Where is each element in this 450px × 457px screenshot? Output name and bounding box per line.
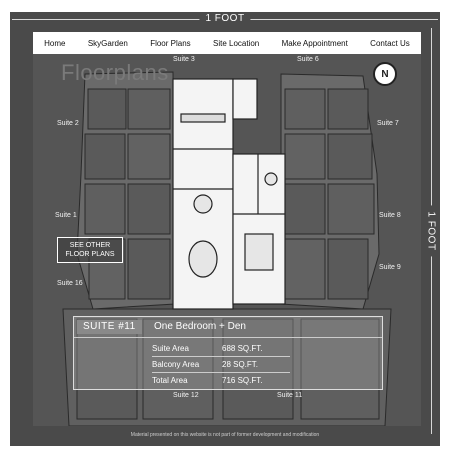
left-unit-b xyxy=(127,88,171,130)
row-divider xyxy=(152,356,290,357)
suite-info-header: SUITE #11 One Bedroom + Den xyxy=(74,317,382,338)
top-ruler: 1 FOOT xyxy=(10,12,440,26)
right-wing xyxy=(280,73,380,310)
see-other-line1: SEE OTHER xyxy=(69,242,111,249)
suite-1-label[interactable]: Suite 1 xyxy=(55,212,77,219)
suite-3-label[interactable]: Suite 3 xyxy=(173,56,195,63)
highlighted-suite xyxy=(172,78,286,310)
suite-area-row: Suite Area 688 SQ.FT. xyxy=(152,344,262,353)
right-unit-d xyxy=(327,133,373,180)
disclaimer-text: Material presented on this website is no… xyxy=(130,432,320,438)
row-divider xyxy=(152,372,290,373)
suite-info-panel: SUITE #11 One Bedroom + Den Suite Area 6… xyxy=(73,316,383,390)
top-nav: Home SkyGarden Floor Plans Site Location… xyxy=(33,32,421,54)
right-unit-b xyxy=(327,88,369,130)
suite-8-label[interactable]: Suite 8 xyxy=(379,212,401,219)
lower-unit-d xyxy=(300,318,380,420)
suite-area-label: Suite Area xyxy=(152,344,189,353)
suite-7-label[interactable]: Suite 7 xyxy=(377,120,399,127)
left-wing xyxy=(76,71,176,310)
right-unit-c xyxy=(284,133,326,180)
floorplans-watermark: Floorplans xyxy=(61,60,169,85)
right-unit-g xyxy=(284,238,326,300)
left-unit-f xyxy=(127,183,171,235)
nav-site-location[interactable]: Site Location xyxy=(212,38,260,48)
left-unit-e xyxy=(84,183,126,235)
suite-bedroom-zone xyxy=(232,153,286,305)
living-sofa xyxy=(188,240,218,278)
website-screen: Home SkyGarden Floor Plans Site Location… xyxy=(33,32,421,426)
balcony-area-value: 28 SQ.FT. xyxy=(222,360,259,369)
total-area-value: 716 SQ.FT. xyxy=(222,376,263,385)
suite-area-value: 688 SQ.FT. xyxy=(222,344,263,353)
suite-balcony xyxy=(232,78,258,120)
kitchen-counter xyxy=(180,113,226,123)
floorplan-drawing xyxy=(62,71,392,426)
left-unit-a xyxy=(87,88,127,130)
right-unit-e xyxy=(284,183,326,235)
left-unit-d xyxy=(127,133,171,180)
right-unit-h xyxy=(327,238,369,300)
lower-wing xyxy=(62,308,392,426)
dining-table xyxy=(193,194,213,214)
see-other-line2: FLOOR PLANS xyxy=(65,251,115,258)
nav-floor-plans[interactable]: Floor Plans xyxy=(150,38,191,48)
suite-6-label[interactable]: Suite 6 xyxy=(297,56,319,63)
suite-2-label[interactable]: Suite 2 xyxy=(57,120,79,127)
right-ruler-label: 1 FOOT xyxy=(425,205,437,257)
lower-unit-c xyxy=(222,318,294,420)
suite-11-label[interactable]: Suite 11 xyxy=(277,392,303,399)
top-ruler-label: 1 FOOT xyxy=(199,12,251,26)
lower-unit-b xyxy=(142,318,214,420)
lower-unit-a xyxy=(76,318,138,420)
nav-contact-us[interactable]: Contact Us xyxy=(370,38,410,48)
total-area-label: Total Area xyxy=(152,376,188,385)
nav-make-appointment[interactable]: Make Appointment xyxy=(281,38,348,48)
bed xyxy=(244,233,274,271)
right-ruler: 1 FOOT xyxy=(424,26,438,436)
bathroom-fixture xyxy=(264,172,278,186)
left-unit-h xyxy=(127,238,171,300)
nav-home[interactable]: Home xyxy=(44,38,66,48)
suite-type: One Bedroom + Den xyxy=(154,321,246,332)
right-unit-f xyxy=(327,183,375,235)
right-unit-a xyxy=(284,88,326,130)
suite-16-label[interactable]: Suite 16 xyxy=(57,280,83,287)
see-other-floor-plans-button[interactable]: SEE OTHER FLOOR PLANS xyxy=(57,237,123,263)
total-area-row: Total Area 716 SQ.FT. xyxy=(152,376,262,385)
suite-9-label[interactable]: Suite 9 xyxy=(379,264,401,271)
balcony-area-label: Balcony Area xyxy=(152,360,200,369)
left-unit-c xyxy=(84,133,126,180)
nav-skygarden[interactable]: SkyGarden xyxy=(87,38,128,48)
suite-number: SUITE #11 xyxy=(77,320,142,334)
suite-12-label[interactable]: Suite 12 xyxy=(173,392,199,399)
balcony-area-row: Balcony Area 28 SQ.FT. xyxy=(152,360,258,369)
north-compass-icon: N xyxy=(373,62,397,86)
